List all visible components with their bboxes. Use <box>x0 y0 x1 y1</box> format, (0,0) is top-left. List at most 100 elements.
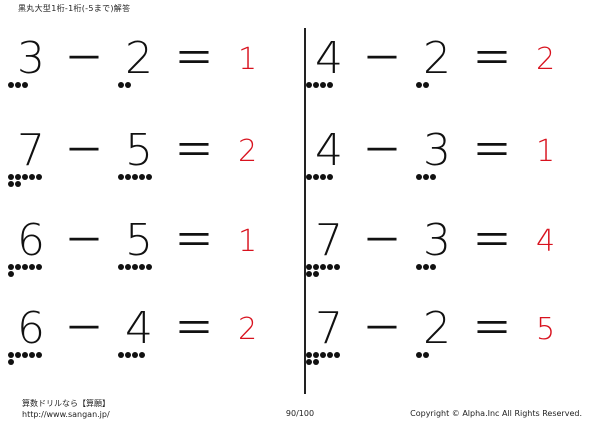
subtrahend: 2 <box>125 33 153 84</box>
counting-dot <box>416 82 422 88</box>
subtrahend-dots <box>118 264 152 270</box>
counting-dot <box>320 82 326 88</box>
minus-sign: － <box>362 36 402 82</box>
counting-dot <box>36 264 42 270</box>
minuend: 7 <box>315 303 343 354</box>
minuend-dots <box>306 264 340 277</box>
counting-dot <box>36 174 42 180</box>
counting-dot <box>22 82 28 88</box>
counting-dot <box>306 82 312 88</box>
minuend: 7 <box>315 215 343 266</box>
equals-sign: ＝ <box>472 128 512 174</box>
counting-dot <box>423 174 429 180</box>
minuend: 3 <box>17 33 45 84</box>
minuend-dots <box>8 82 28 88</box>
problem-6: 4－3＝1 <box>306 125 580 188</box>
minus-sign: － <box>362 218 402 264</box>
worksheet-title: 黒丸大型1桁-1桁(-5まで)解答 <box>18 4 131 13</box>
minuend-dots <box>306 352 340 365</box>
counting-dot <box>132 174 138 180</box>
subtrahend: 2 <box>423 33 451 84</box>
minuend: 6 <box>17 215 45 266</box>
answer: 5 <box>536 312 556 347</box>
counting-dot <box>22 264 28 270</box>
subtrahend: 2 <box>423 303 451 354</box>
counting-dot <box>8 174 14 180</box>
counting-dot <box>416 352 422 358</box>
minus-sign: － <box>64 306 104 352</box>
subtrahend: 3 <box>423 125 451 176</box>
counting-dot <box>8 352 14 358</box>
counting-dot <box>15 82 21 88</box>
answer: 2 <box>238 312 258 347</box>
equals-sign: ＝ <box>174 306 214 352</box>
counting-dot <box>139 352 145 358</box>
site-url-link[interactable]: http://www.sangan.jp/ <box>22 410 110 419</box>
counting-dot <box>306 174 312 180</box>
counting-dot <box>327 82 333 88</box>
counting-dot <box>118 82 124 88</box>
minus-sign: － <box>64 36 104 82</box>
copyright-notice: Copyright © Alpha.Inc All Rights Reserve… <box>410 409 582 418</box>
equals-sign: ＝ <box>174 128 214 174</box>
counting-dot <box>327 352 333 358</box>
counting-dot <box>125 174 131 180</box>
minuend: 6 <box>17 303 45 354</box>
counting-dot <box>8 359 14 365</box>
answer: 2 <box>536 42 556 77</box>
footer-branding: 算数ドリルなら【算願】 http://www.sangan.jp/ <box>22 398 110 420</box>
counting-dot <box>15 181 21 187</box>
counting-dot <box>313 352 319 358</box>
problem-7: 7－3＝4 <box>306 215 580 278</box>
counting-dot <box>306 264 312 270</box>
minuend-dots <box>306 82 333 88</box>
minuend: 4 <box>315 125 343 176</box>
minus-sign: － <box>64 218 104 264</box>
counting-dot <box>320 174 326 180</box>
counting-dot <box>423 264 429 270</box>
counting-dot <box>306 352 312 358</box>
counting-dot <box>327 174 333 180</box>
counting-dot <box>22 174 28 180</box>
counting-dot <box>15 264 21 270</box>
problem-5: 4－2＝2 <box>306 33 580 96</box>
answer: 1 <box>238 224 258 259</box>
counting-dot <box>313 359 319 365</box>
counting-dot <box>29 264 35 270</box>
counting-dot <box>146 174 152 180</box>
answer: 2 <box>238 134 258 169</box>
counting-dot <box>132 264 138 270</box>
counting-dot <box>125 82 131 88</box>
counting-dot <box>118 264 124 270</box>
counting-dot <box>8 264 14 270</box>
counting-dot <box>29 352 35 358</box>
counting-dot <box>313 174 319 180</box>
minuend: 7 <box>17 125 45 176</box>
counting-dot <box>416 264 422 270</box>
counting-dot <box>8 271 14 277</box>
counting-dot <box>423 352 429 358</box>
equals-sign: ＝ <box>472 218 512 264</box>
counting-dot <box>320 264 326 270</box>
minuend: 4 <box>315 33 343 84</box>
counting-dot <box>132 352 138 358</box>
counting-dot <box>327 264 333 270</box>
problem-3: 6－5＝1 <box>8 215 282 278</box>
equals-sign: ＝ <box>174 218 214 264</box>
counting-dot <box>416 174 422 180</box>
problem-8: 7－2＝5 <box>306 303 580 366</box>
site-name: 算数ドリルなら【算願】 <box>22 399 110 408</box>
subtrahend: 3 <box>423 215 451 266</box>
subtrahend-dots <box>118 174 152 180</box>
counting-dot <box>320 352 326 358</box>
column-divider <box>304 28 306 394</box>
subtrahend-dots <box>416 264 436 270</box>
minuend-dots <box>8 264 42 277</box>
counting-dot <box>146 264 152 270</box>
problem-1: 3－2＝1 <box>8 33 282 96</box>
counting-dot <box>313 271 319 277</box>
counting-dot <box>430 174 436 180</box>
counting-dot <box>29 174 35 180</box>
counting-dot <box>125 352 131 358</box>
subtrahend-dots <box>118 352 145 358</box>
